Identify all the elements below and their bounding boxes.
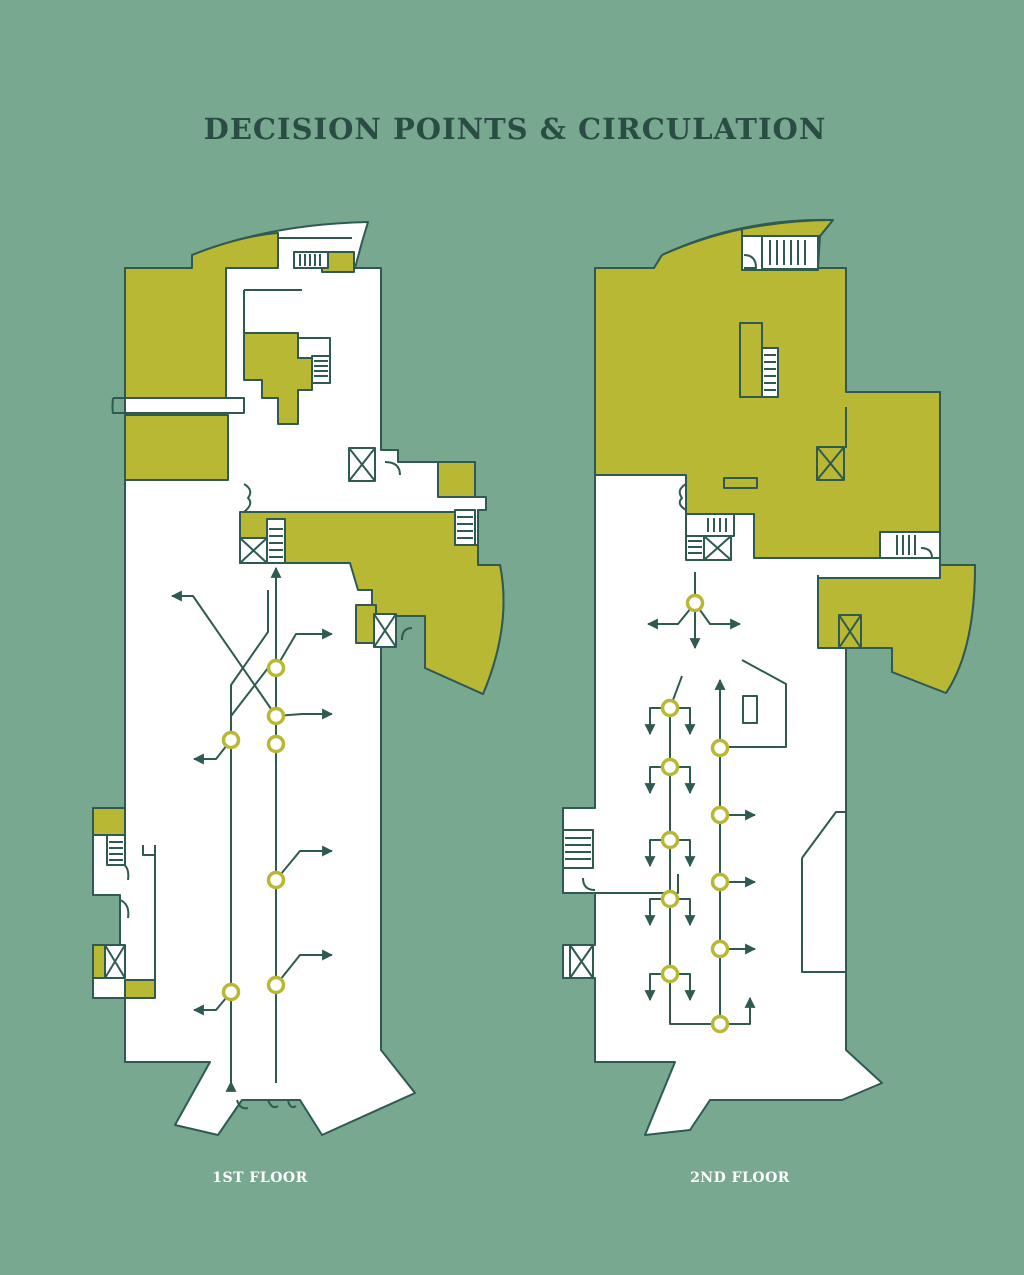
decision-point-icon <box>660 889 680 909</box>
decision-point-icon <box>660 698 680 718</box>
door-swing-icon <box>142 461 413 1110</box>
first-floor-label: 1ST FLOOR <box>212 1170 308 1186</box>
decision-point-icon <box>660 830 680 850</box>
decision-point-icon <box>710 939 730 959</box>
first-floor-plan <box>92 221 505 1136</box>
elevator-icon <box>373 613 397 648</box>
arrow-icon <box>669 708 756 1025</box>
decision-point-icon <box>660 757 680 777</box>
decision-point-icon <box>710 805 730 825</box>
elevator-icon <box>816 446 845 481</box>
decision-point-icon <box>266 706 286 726</box>
arrow-icon <box>275 949 334 986</box>
elevator-icon <box>239 537 268 564</box>
stairs-icon <box>106 834 126 866</box>
arrow-icon <box>275 845 334 881</box>
room-northwest <box>124 232 279 399</box>
first-floor-walls <box>111 237 352 980</box>
decision-point-icon <box>710 1014 730 1034</box>
decision-point-icon <box>266 975 286 995</box>
stairs-icon <box>761 235 819 270</box>
elevator-icon <box>569 944 594 979</box>
first-floor-decision-points <box>221 658 286 1002</box>
decision-point-icon <box>221 982 241 1002</box>
arrow-icon <box>170 590 277 717</box>
second-floor-label: 2ND FLOOR <box>690 1170 790 1186</box>
decision-point-icon <box>266 870 286 890</box>
stairs-icon <box>761 347 779 398</box>
room-central-north <box>243 332 313 425</box>
stairs-icon <box>293 251 329 269</box>
page-title: DECISION POINTS & CIRCULATION <box>203 112 827 146</box>
room-southwest-c <box>124 979 156 999</box>
room-west <box>124 414 229 481</box>
stairs-icon <box>562 829 594 869</box>
room-east-wing <box>817 564 976 694</box>
stairs-icon <box>879 531 941 559</box>
decision-point-icon <box>710 738 730 758</box>
stairs-icon <box>311 355 331 384</box>
room-east-large <box>239 511 505 695</box>
second-floor-decision-points <box>660 593 730 1034</box>
room-top-tower <box>741 219 834 237</box>
arrow-icon <box>230 667 269 717</box>
second-floor-walls <box>595 322 941 973</box>
elevator-icon <box>104 944 126 979</box>
stairs-icon <box>685 535 705 561</box>
arrow-icon <box>230 590 269 1083</box>
stairs-icon <box>685 513 735 537</box>
room-southwest-b <box>92 944 106 979</box>
first-floor-rooms <box>92 232 505 999</box>
decision-point-icon <box>660 964 680 984</box>
elevator-icon <box>348 447 376 482</box>
stairs-icon <box>454 509 476 546</box>
room-southwest-a <box>92 807 126 836</box>
door-swing-icon <box>582 254 933 891</box>
second-floor-plan <box>562 218 976 1136</box>
room-east-small <box>437 461 476 498</box>
decision-point-icon <box>266 658 286 678</box>
decision-point-icon <box>710 872 730 892</box>
elevator-icon <box>838 614 862 649</box>
first-floor-circulation <box>170 566 334 1092</box>
elevator-icon <box>703 535 732 561</box>
decision-point-icon <box>221 730 241 750</box>
decision-point-icon <box>266 734 286 754</box>
arrow-icon <box>275 628 334 669</box>
decision-point-icon <box>685 593 705 613</box>
stairs-icon <box>266 518 286 564</box>
